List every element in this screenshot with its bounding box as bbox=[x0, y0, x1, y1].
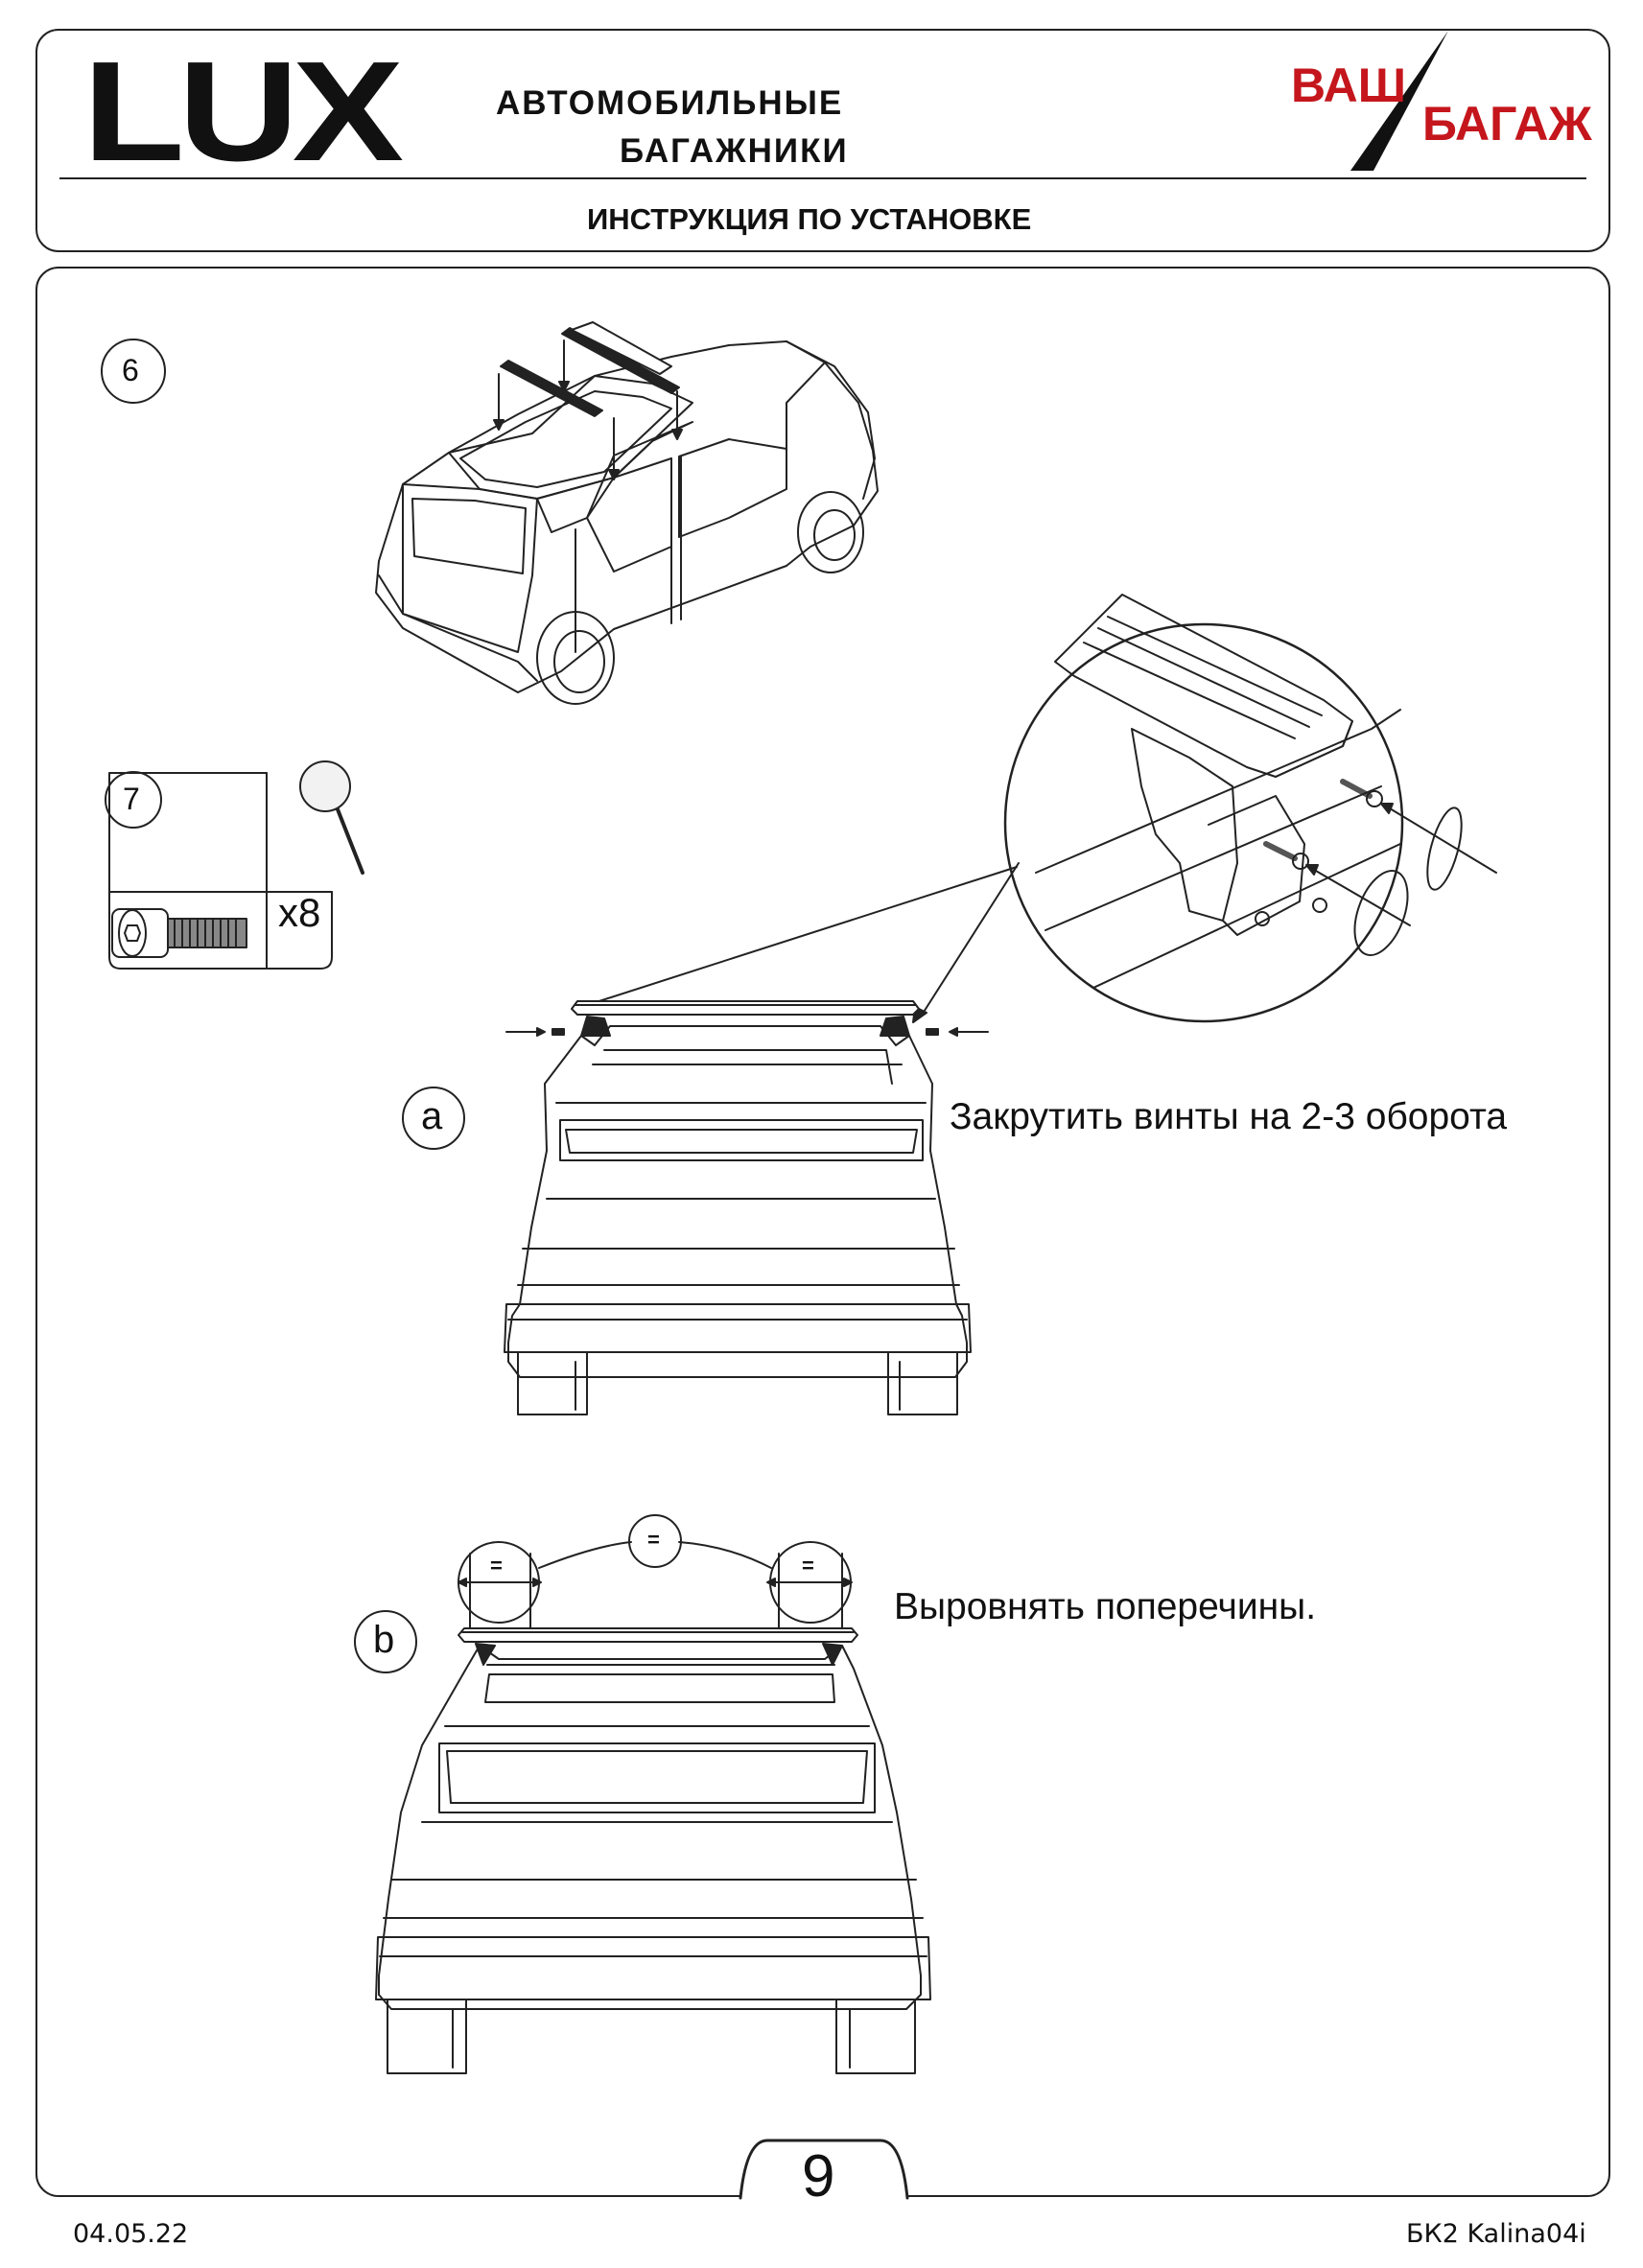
page-number: 9 bbox=[802, 2143, 835, 2210]
lux-logo: LUX bbox=[82, 40, 404, 184]
step6-circle bbox=[102, 339, 165, 403]
step6-number: 6 bbox=[122, 353, 139, 387]
subtitle-line2: БАГАЖНИКИ bbox=[620, 132, 849, 170]
step7-circle bbox=[106, 772, 161, 828]
page-number-tab bbox=[740, 2140, 907, 2198]
sub-b-instruction: Выровнять поперечины. bbox=[894, 1586, 1317, 1627]
sub-a-circle bbox=[403, 1087, 464, 1149]
sub-b-label: b bbox=[373, 1619, 395, 1661]
car-isometric-drawing bbox=[376, 322, 878, 704]
step7-box bbox=[106, 772, 332, 969]
bolt-quantity: x8 bbox=[278, 890, 321, 935]
car-rear-view-b bbox=[376, 1515, 930, 2073]
brand-line1: ВАШ bbox=[1291, 58, 1406, 112]
lux-logo-text: LUX bbox=[82, 33, 404, 191]
step7-number: 7 bbox=[123, 782, 140, 816]
doc-title: ИНСТРУКЦИЯ ПО УСТАНОВКЕ bbox=[587, 202, 1032, 236]
sub-a-label: a bbox=[421, 1095, 443, 1137]
car-rear-view-a bbox=[505, 1001, 988, 1415]
header-frame bbox=[35, 29, 1610, 252]
brand-line2: БАГАЖ bbox=[1422, 97, 1592, 151]
hex-key-icon bbox=[300, 761, 363, 873]
bolt-icon bbox=[112, 909, 246, 957]
sub-a-instruction: Закрутить винты на 2-3 оборота bbox=[950, 1096, 1508, 1137]
equal-sign-center: = bbox=[647, 1528, 660, 1552]
footer-doc-code: БК2 Kalina04i bbox=[1406, 2219, 1586, 2249]
footer-date: 04.05.22 bbox=[73, 2219, 189, 2249]
subtitle-line1: АВТОМОБИЛЬНЫЕ bbox=[496, 84, 844, 122]
header-divider bbox=[59, 177, 1586, 179]
detail-zoom-circle bbox=[581, 595, 1496, 1022]
equal-sign-right: = bbox=[802, 1554, 814, 1578]
equal-sign-left: = bbox=[490, 1554, 503, 1578]
sub-b-circle bbox=[355, 1611, 416, 1672]
